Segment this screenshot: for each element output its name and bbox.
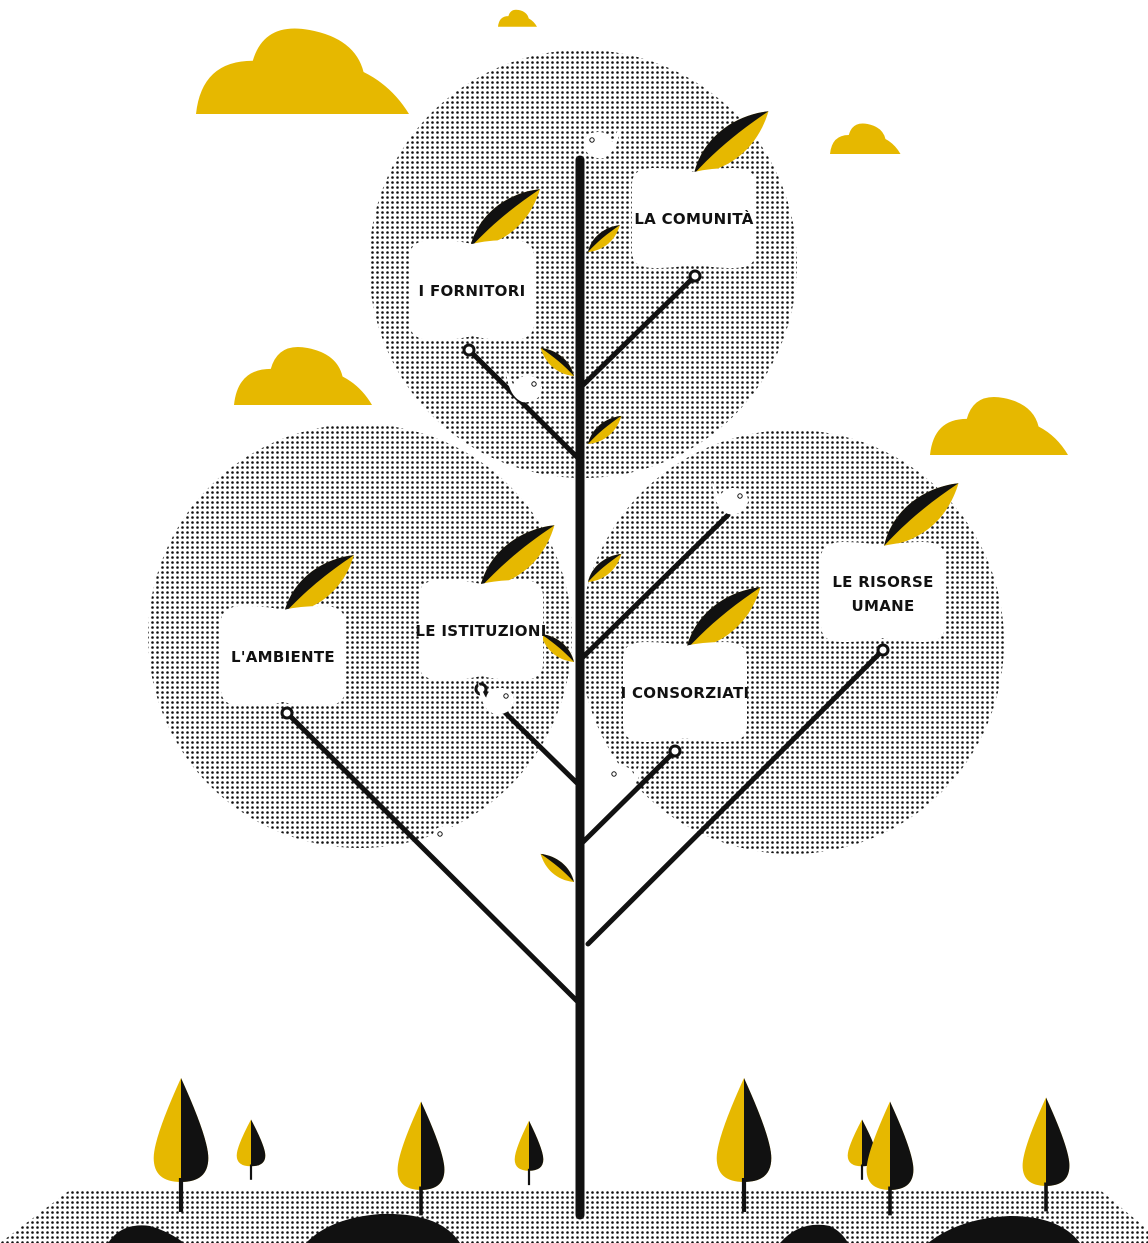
cloud-top-right [830, 123, 901, 154]
label-comunita: LA COMUNITÀ [634, 209, 753, 228]
small-tree-2 [236, 1119, 266, 1180]
node-comunita: LA COMUNITÀ [632, 111, 769, 268]
cloud-top-left [196, 28, 409, 114]
small-tree-4 [514, 1120, 544, 1186]
node-ambiente: L'AMBIENTE [221, 555, 354, 706]
cloud-mid-right [930, 396, 1068, 455]
node-risorse-umane: LE RISORSE UMANE [821, 483, 959, 642]
cloud-top-small [498, 9, 537, 27]
ground-halftone [0, 1190, 1148, 1243]
tree-trunk-and-branches [284, 155, 886, 1220]
label-ambiente: L'AMBIENTE [231, 648, 335, 666]
canopy-left-circle [148, 424, 572, 848]
node-fornitori: I FORNITORI [410, 189, 540, 340]
label-istituzioni: LE ISTITUZIONI [415, 622, 546, 640]
branch-end-nodes [280, 269, 890, 758]
label-risorse-line2: UMANE [851, 597, 914, 615]
label-consorziati: I CONSORZIATI [621, 684, 750, 702]
node-istituzioni: LE ISTITUZIONI [415, 525, 555, 680]
cloud-mid-left [234, 346, 372, 405]
ground-mounds [108, 1213, 1080, 1243]
label-fornitori: I FORNITORI [419, 282, 526, 300]
node-consorziati: I CONSORZIATI [621, 587, 761, 742]
trunk-leaf-6 [540, 853, 574, 882]
label-risorse-line1: LE RISORSE [832, 573, 933, 591]
